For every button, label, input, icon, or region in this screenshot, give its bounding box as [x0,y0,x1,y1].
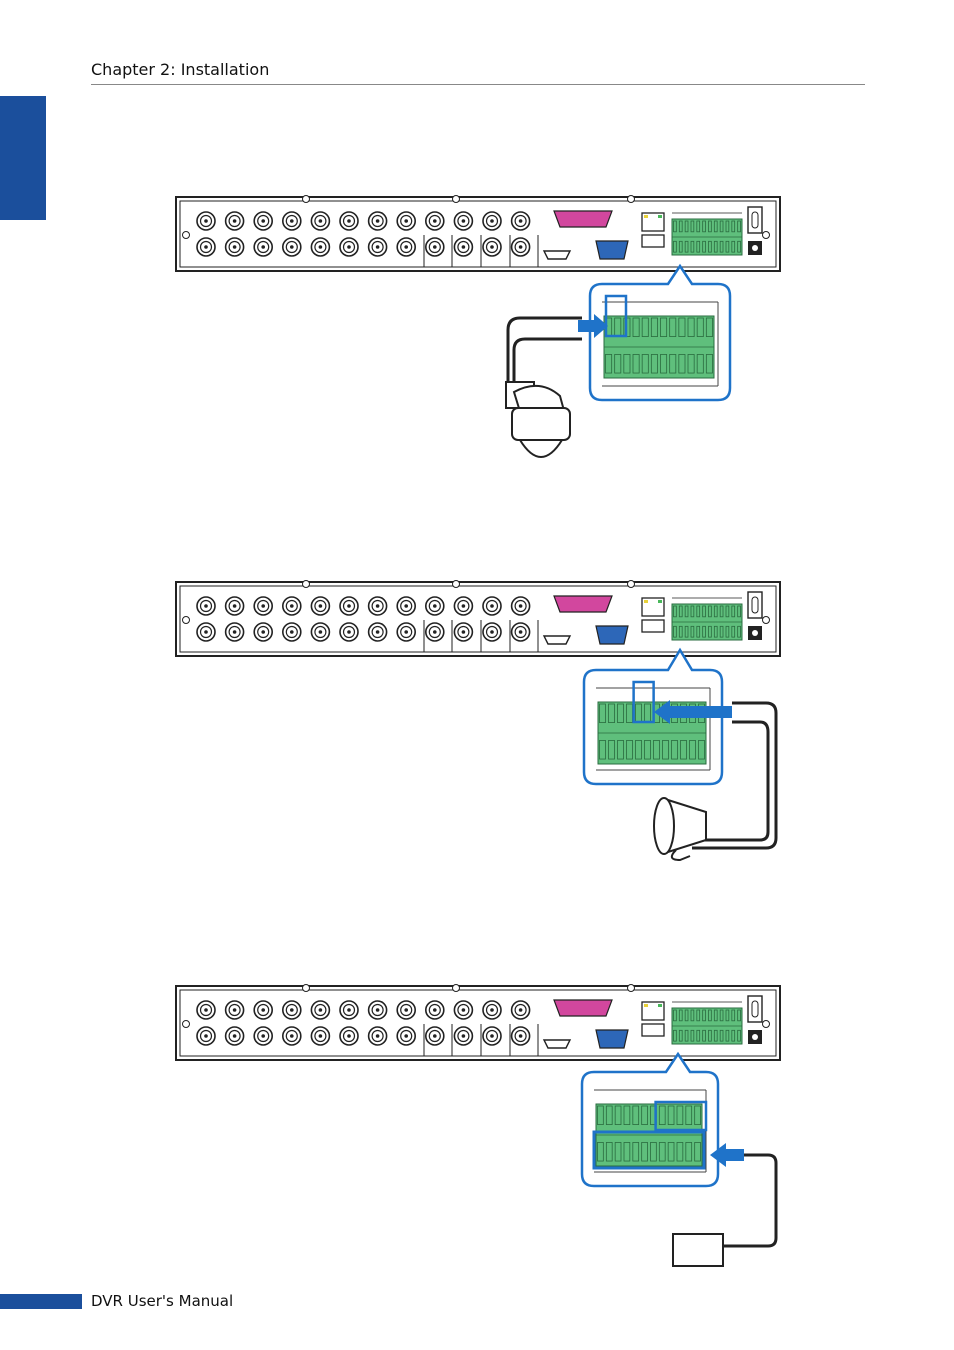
screw [453,985,460,992]
terminal-callout [582,1054,718,1186]
power-switch [748,996,762,1022]
sensor-cable [722,1155,776,1246]
hdmi-port [544,1040,570,1048]
vga-port [596,1030,628,1048]
sensor-box-icon [673,1234,723,1266]
screw [628,985,635,992]
screw [763,1021,770,1028]
screw [183,1021,190,1028]
footer-accent-bar [0,1294,82,1309]
manual-title: DVR User's Manual [91,1292,233,1310]
dvr-rear-panel [176,985,780,1061]
screw [303,985,310,992]
serial-port [554,1000,612,1016]
usb-port [642,1024,664,1036]
